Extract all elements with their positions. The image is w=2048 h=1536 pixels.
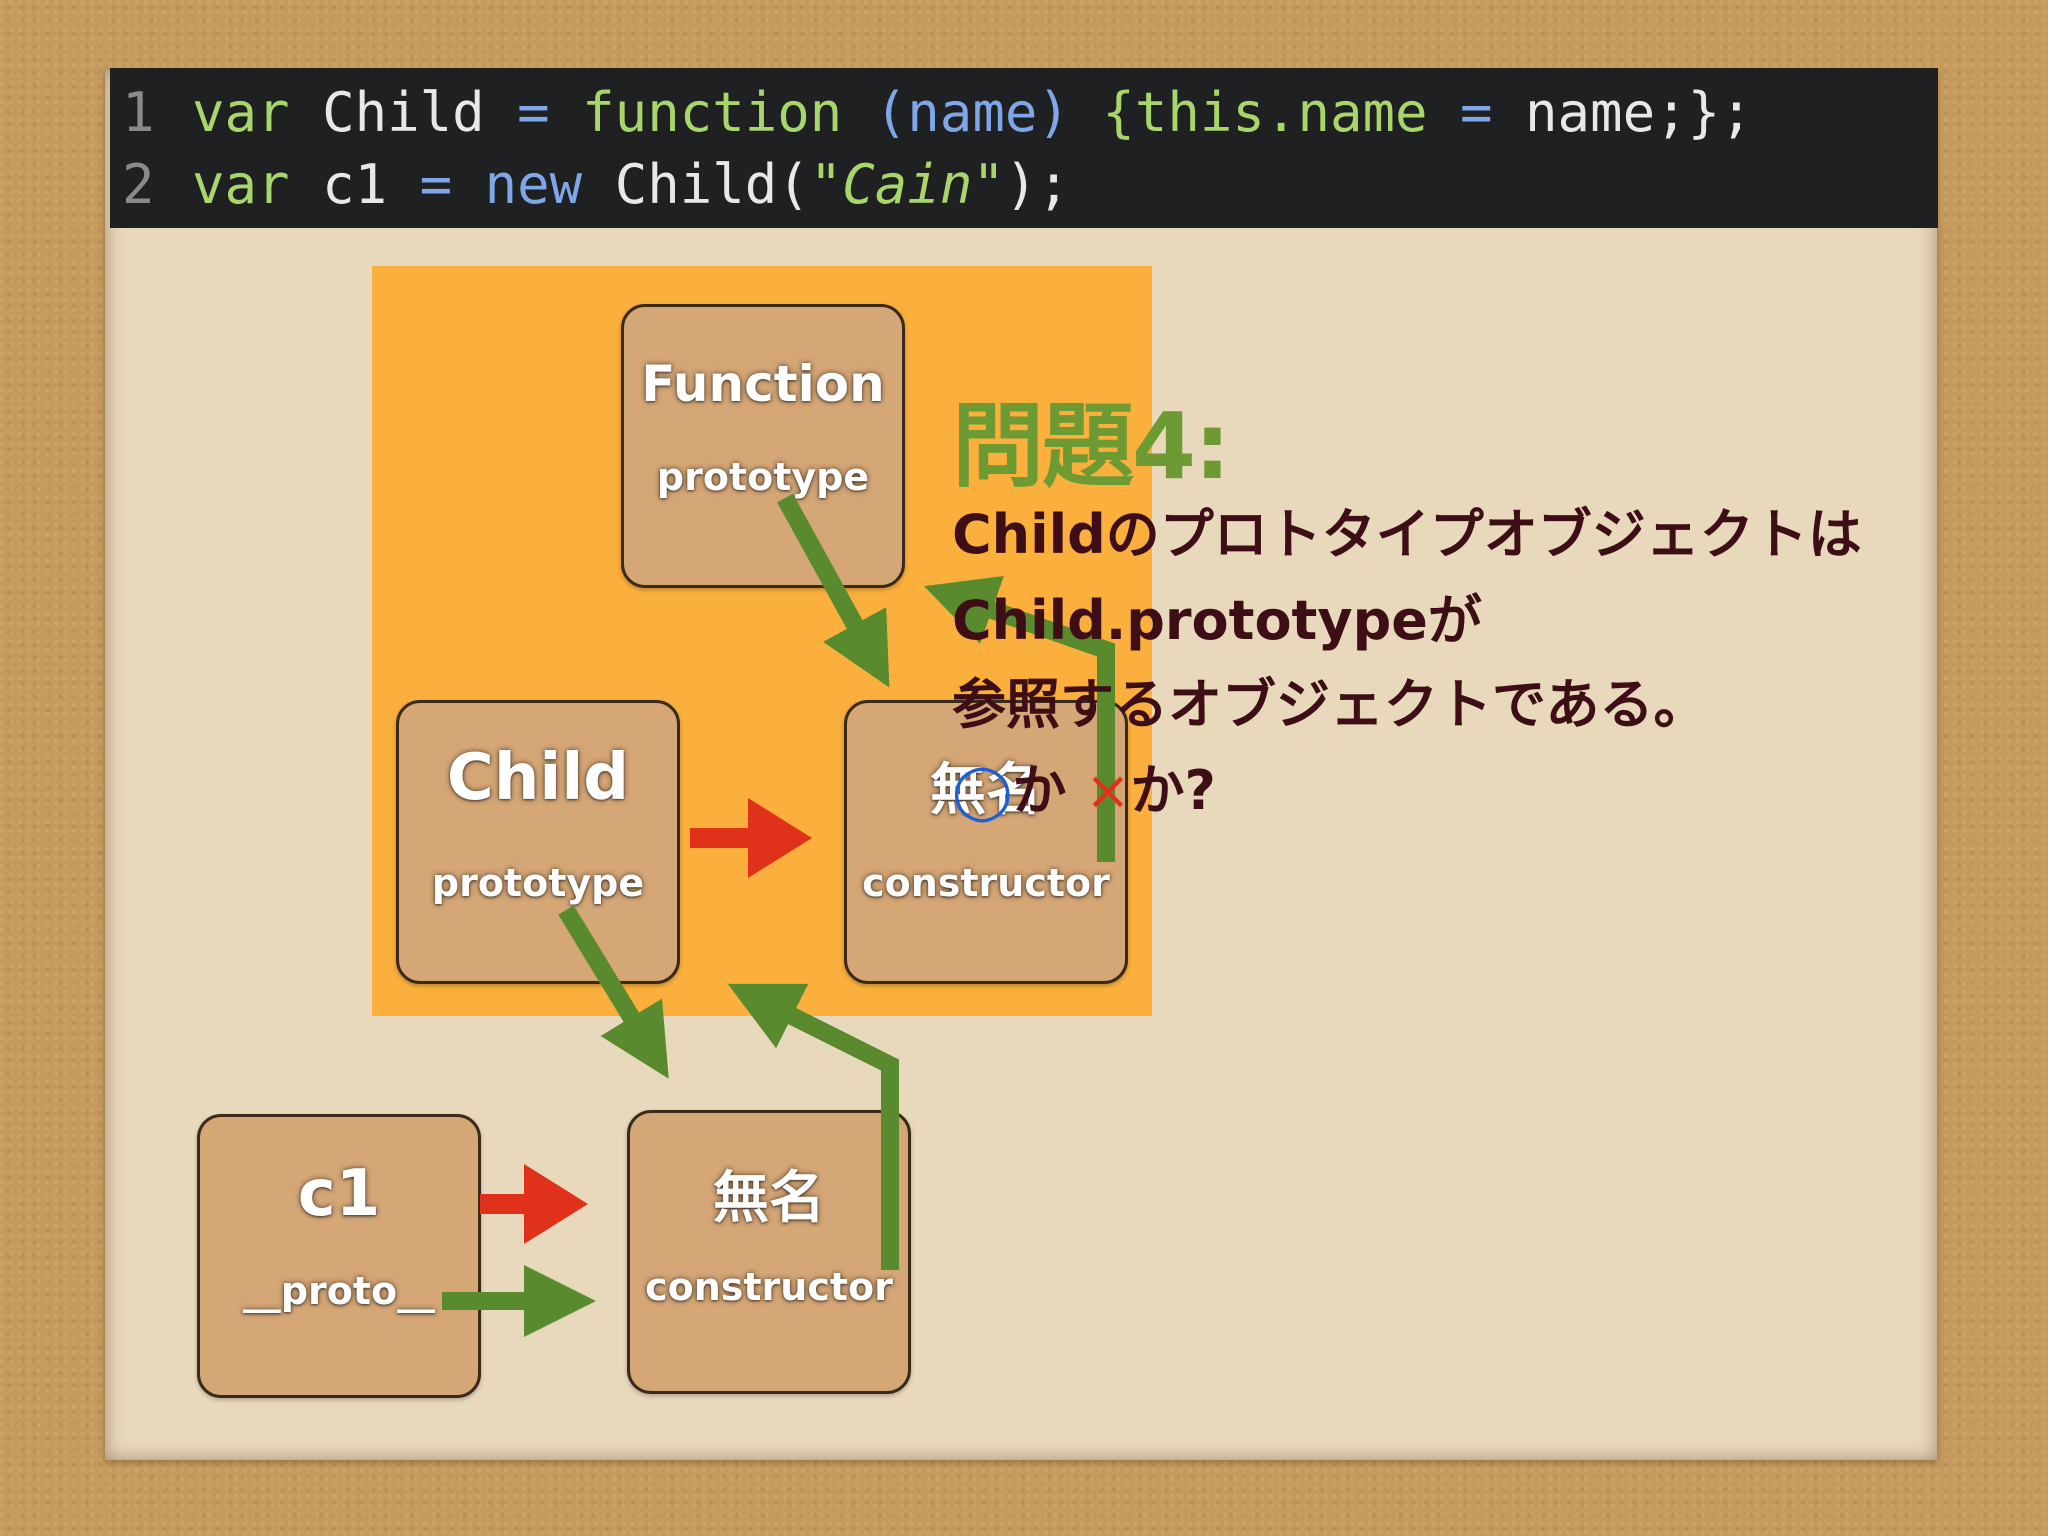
code-token: {this.name <box>1102 81 1428 144</box>
question-line-3: 参照するオブジェクトである。 <box>952 673 1708 736</box>
code-token: function <box>582 81 843 144</box>
box-title: c1 <box>297 1157 381 1231</box>
box-subtitle: prototype <box>656 455 870 499</box>
box-subtitle: prototype <box>431 861 645 905</box>
box-subtitle: __proto__ <box>242 1269 436 1313</box>
box-subtitle: constructor <box>862 861 1110 905</box>
code-token: = <box>419 153 453 216</box>
anonymous-box-bottom: 無名 constructor <box>627 1110 911 1394</box>
circle-mark: ◯ <box>952 759 1013 822</box>
line-number: 1 <box>122 81 155 144</box>
code-token: new <box>484 153 583 216</box>
box-title: 無名 <box>713 1166 825 1231</box>
function-box: Function prototype <box>621 304 905 588</box>
c1-box: c1 __proto__ <box>197 1114 481 1398</box>
line-number: 2 <box>122 153 155 216</box>
arrow-function-prototype-to-anonymous <box>777 493 890 688</box>
code-token: = <box>1460 81 1493 144</box>
arrow-child-prototype-to-anonymous <box>558 905 669 1079</box>
code-token: var <box>192 153 290 216</box>
box-title: Function <box>641 355 885 413</box>
code-line-2: 2 var c1 = new Child("Cain"); <box>122 150 1070 220</box>
answer-text: か <box>1012 759 1067 822</box>
question-title: 問題4: <box>952 393 1231 500</box>
code-token: "Cain" <box>809 153 1005 216</box>
code-token: Child <box>322 81 485 144</box>
code-token: c1 <box>322 153 388 216</box>
child-box: Child prototype <box>396 700 680 984</box>
box-title: 無名 <box>930 758 1042 823</box>
answer-text: か? <box>1130 759 1216 822</box>
anonymous-box-top: 無名 constructor <box>844 700 1128 984</box>
code-token: name;}; <box>1525 81 1753 144</box>
box-subtitle: constructor <box>645 1265 893 1309</box>
arrow-anonymous-constructor-to-function <box>924 575 1115 862</box>
code-token: ); <box>1004 153 1070 216</box>
arrow-anonymous-constructor-to-child <box>727 983 899 1270</box>
box-title: Child <box>446 741 630 815</box>
question-line-2: Child.prototypeが <box>952 589 1482 652</box>
question-answer-line: ◯か ×か? <box>952 746 1216 825</box>
question-line-1: Childのプロトタイプオブジェクトは <box>952 503 1862 566</box>
cross-mark: × <box>1085 759 1131 822</box>
code-token: Child( <box>614 153 810 216</box>
code-token: var <box>192 81 290 144</box>
code-token: = <box>517 81 550 144</box>
code-token: (name) <box>874 81 1070 144</box>
